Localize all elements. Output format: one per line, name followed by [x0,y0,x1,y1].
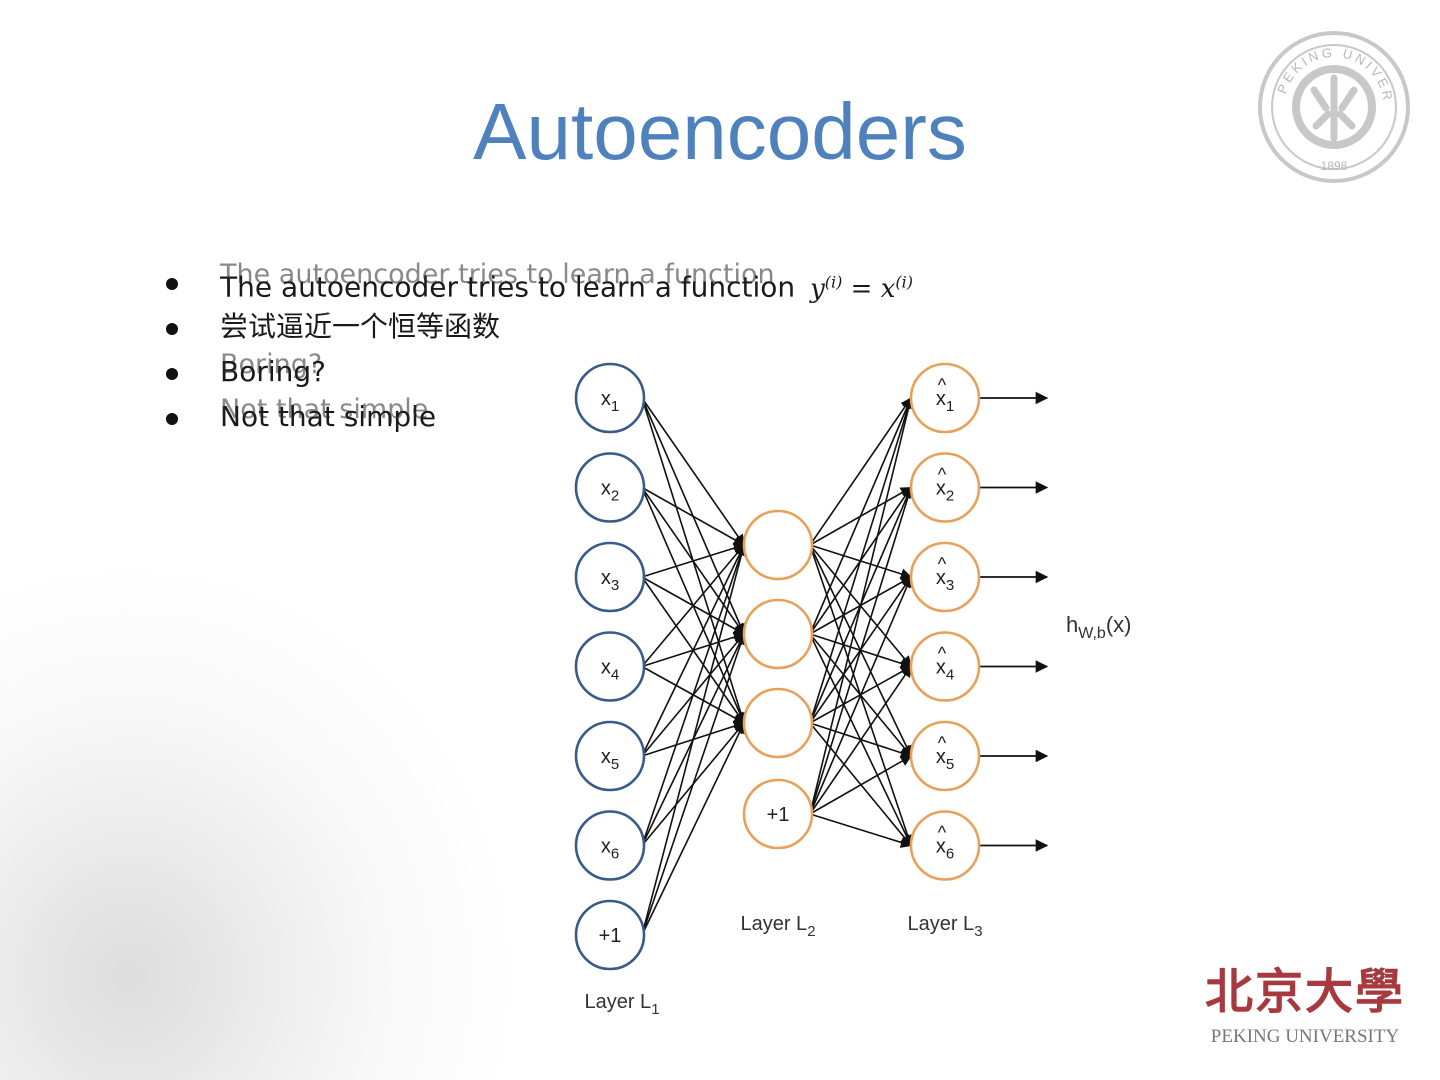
bullet-ghost-text: Boring? [220,349,323,380]
input-node [574,631,646,702]
input-node-label: x4 [601,657,619,684]
edge-l2-l3 [809,396,915,815]
output-node [909,452,981,523]
hat-mark: ^ [938,465,947,485]
svg-text:1898: 1898 [1321,159,1348,173]
bullet-item: The autoencoder tries to learn a functio… [160,259,913,307]
output-node-label: x2 [936,478,954,505]
edge-l1-l2 [641,397,745,546]
edge-l1-l2 [641,544,745,668]
hat-mark: ^ [938,644,947,664]
input-node [574,899,646,971]
layer-label: Layer L3 [907,913,982,940]
hat-mark: ^ [938,554,947,574]
output-node-label: x5 [936,746,954,773]
hidden-node [742,509,814,581]
layer-label: Layer L1 [584,991,659,1018]
output-node-label: x4 [936,657,954,684]
background-pagoda-image [0,560,520,1080]
input-node [574,720,646,792]
hat-mark: ^ [938,375,947,395]
bullet-text: Boring? [220,355,327,388]
output-node-label: x3 [936,567,954,594]
hat-mark: ^ [938,823,947,843]
edge-l2-l3 [809,813,913,848]
hidden-node [742,778,814,850]
input-node [574,810,646,881]
edge-l2-l3 [809,755,912,815]
edge-l1-l2 [641,543,747,846]
network-edges [641,391,1049,936]
edge-l1-l2 [641,543,747,936]
hidden-node [742,598,814,670]
input-node-label: x2 [601,478,619,505]
bullet-item: 尝试逼近一个恒等函数 [160,307,913,352]
input-node-label: x1 [601,388,619,415]
slide-title: Autoencoders [473,87,967,176]
bullet-formula: y(i) = x(i) [810,272,913,304]
hidden-node-label: +1 [767,804,790,826]
edge-l1-l2 [641,632,747,936]
bullet-dot-icon [166,413,178,425]
edge-l1-l2 [641,542,746,578]
output-node [909,810,981,881]
output-node [909,541,981,613]
edge-l2-l3 [809,665,912,815]
layer-label: Layer L2 [740,913,815,940]
input-node-label: x6 [601,836,619,863]
edge-l1-l2 [641,721,745,936]
edge-l2-l3 [809,397,912,546]
input-node [574,541,646,613]
bullet-text: The autoencoder tries to learn a functio… [220,270,796,304]
input-node-label: x3 [601,567,619,594]
input-node-label: +1 [599,925,622,947]
bullet-item: Boring? Boring? [160,349,913,397]
bullet-list: The autoencoder tries to learn a functio… [160,259,913,442]
bullet-dot-icon [166,323,178,335]
logo-english-name: PEKING UNIVERSITY [1210,1026,1400,1047]
bullet-text: 尝试逼近一个恒等函数 [220,310,501,343]
bullet-ghost-text: The autoencoder tries to learn a functio… [220,259,775,290]
edge-l2-l3 [809,396,913,635]
layer-labels: Layer L1 Layer L2 Layer L3 hW,b(x) [584,612,1131,1018]
hidden-node [742,687,814,759]
bullet-dot-icon [166,278,178,290]
edge-l2-l3 [809,396,914,724]
bullet-text: Not that simple [220,400,437,433]
university-logo: 北京大學 PEKING UNIVERSITY [1196,962,1414,1048]
bullet-dot-icon [166,368,178,380]
edge-l1-l2 [641,486,745,546]
logo-chinese-name: 北京大學 [1204,964,1405,1020]
output-node [909,720,981,792]
university-seal-icon: PEKING UNIVERSITY 1898 [1254,30,1410,183]
bullet-ghost-text: Not that simple [220,394,429,425]
output-node-label: x1 [936,388,954,415]
output-node-label: x6 [936,836,954,863]
hat-mark: ^ [938,733,947,753]
edge-l2-l3 [809,575,913,815]
edge-l1-l2 [641,543,745,757]
input-node [574,452,646,523]
input-node [574,362,646,434]
input-node-label: x5 [601,746,619,773]
bullet-item: Not that simple Not that simple [160,394,913,442]
output-function-label: hW,b(x) [1066,612,1131,642]
output-node [909,631,981,702]
edge-l2-l3 [809,486,914,815]
output-node [909,362,981,434]
